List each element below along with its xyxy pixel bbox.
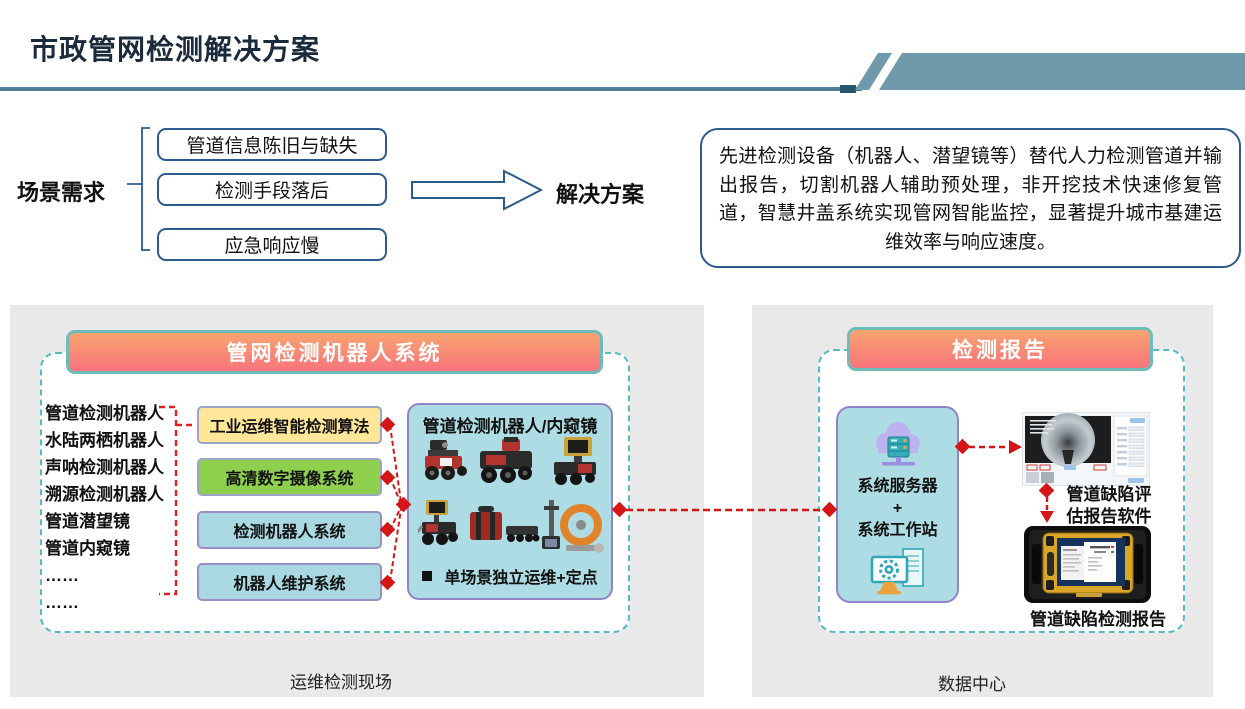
server-box-plus: +	[892, 500, 903, 517]
server-box-line1: 系统服务器	[857, 478, 938, 495]
device-list: 管道检测机器人 水陆两栖机器人 声呐检测机器人 溯源检测机器人 管道潜望镜 管道…	[45, 400, 164, 616]
device-item: 管道检测机器人	[45, 404, 164, 423]
report-header: 检测报告	[847, 327, 1153, 371]
device-item: 溯源检测机器人	[45, 485, 164, 504]
field-panel-footer: 运维检测现场	[290, 673, 392, 692]
corner-banner-decoration	[855, 53, 1245, 90]
device-item: ……	[45, 593, 79, 612]
page-title: 市政管网检测解决方案	[30, 34, 321, 65]
need-box-outdated-info: 管道信息陈旧与缺失	[157, 128, 387, 161]
datacenter-panel-footer: 数据中心	[938, 675, 1006, 694]
robot-crawlers-photo-row2	[418, 500, 604, 553]
scene-bullet-text: 单场景独立运维+定点	[444, 570, 598, 587]
device-item: 管道潜望镜	[45, 512, 130, 531]
robot-crawlers-photo-row1	[425, 437, 596, 485]
workstation-icon	[870, 548, 924, 595]
module-box-camera: 高清数字摄像系统	[197, 458, 382, 496]
pipe-inspection-software-image	[1022, 412, 1150, 486]
title-underline	[0, 87, 862, 91]
server-box-line2: 系统工作站	[857, 522, 938, 539]
module-box-robot-system: 检测机器人系统	[197, 511, 382, 549]
module-box-algorithm: 工业运维智能检测算法	[197, 406, 382, 444]
report-label: 管道缺陷检测报告	[1030, 610, 1166, 629]
needs-bracket	[127, 127, 150, 251]
software-label: 管道缺陷评估报告软件	[1066, 485, 1152, 527]
server-box: 系统服务器 + 系统工作站	[836, 406, 959, 603]
device-item: 声呐检测机器人	[45, 458, 164, 477]
need-box-slow-response: 应急响应慢	[157, 228, 387, 261]
device-item: ……	[45, 566, 79, 585]
need-box-backward-methods: 检测手段落后	[157, 173, 387, 206]
needs-label: 场景需求	[17, 180, 106, 205]
robot-system-header: 管网检测机器人系统	[66, 330, 603, 374]
module-box-maintenance: 机器人维护系统	[197, 563, 382, 601]
device-item: 管道内窥镜	[45, 539, 130, 558]
solution-label: 解决方案	[556, 182, 645, 207]
scene-bullet-row: 单场景独立运维+定点	[409, 564, 611, 588]
defect-report-tablet-image	[1024, 526, 1151, 603]
solution-description-box: 先进检测设备（机器人、潜望镜等）替代人力检测管道并输出报告，切割机器人辅助预处理…	[700, 128, 1241, 268]
cloud-server-icon	[875, 422, 920, 466]
flow-arrow	[411, 169, 544, 211]
scene-box-title: 管道检测机器人/内窥镜	[422, 417, 598, 436]
device-item: 水陆两栖机器人	[45, 431, 164, 450]
bullet-square-icon	[422, 571, 433, 581]
title-underline-accent	[840, 85, 856, 93]
